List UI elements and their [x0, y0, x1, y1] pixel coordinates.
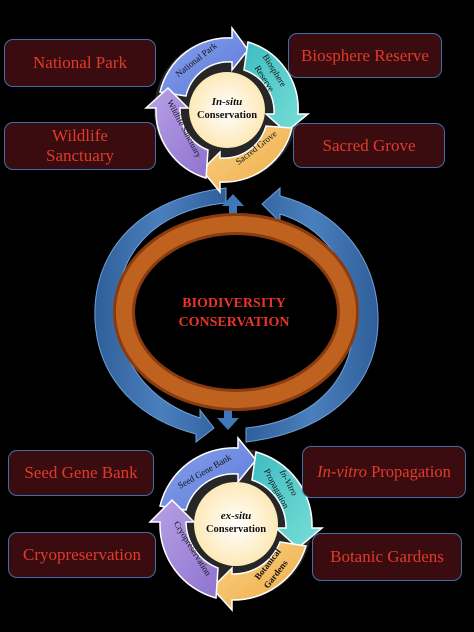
- ex-situ-core-line2: Conservation: [206, 524, 266, 535]
- segment-biosphere-reserve: [243, 41, 311, 133]
- segment-seed-gene-bank: [159, 435, 257, 511]
- right-cycle-arrow: [245, 186, 379, 443]
- box-cryopreservation-label: Cryopreservation: [22, 545, 142, 565]
- ex-situ-core-line1: ex-situ: [221, 510, 252, 522]
- center-title-line2: CONSERVATION: [178, 315, 289, 330]
- box-biosphere-reserve: Biosphere Reserve: [288, 33, 442, 78]
- segment-national-park: [159, 25, 249, 97]
- box-biosphere-reserve-label: Biosphere Reserve: [301, 45, 429, 65]
- box-sacred-grove-label: Sacred Grove: [322, 135, 416, 155]
- up-arrow: [222, 194, 244, 218]
- center-ring: BIODIVERSITY CONSERVATION: [113, 213, 359, 411]
- box-national-park: National Park: [4, 39, 156, 87]
- box-seed-gene-bank: Seed Gene Bank: [8, 450, 154, 496]
- center-title-line1: BIODIVERSITY: [182, 296, 285, 311]
- box-sacred-grove: Sacred Grove: [293, 123, 445, 168]
- in-situ-cycle: In-situ Conservation National Park Biosp…: [144, 25, 311, 195]
- box-national-park-label: National Park: [33, 53, 127, 73]
- segment-cryopreservation: [148, 498, 219, 599]
- box-seed-gene-bank-label: Seed Gene Bank: [24, 463, 138, 483]
- box-wildlife-sanctuary: Wildlife Sanctuary: [4, 122, 156, 170]
- segment-invitro-propagation: [251, 451, 325, 549]
- box-invitro-label: In-vitro Propagation: [317, 461, 451, 482]
- box-botanic-gardens: Botanic Gardens: [312, 533, 462, 581]
- box-botanic-gardens-label: Botanic Gardens: [330, 547, 444, 567]
- box-wildlife-sanctuary-label: Wildlife Sanctuary: [46, 126, 114, 165]
- in-situ-core-line2: Conservation: [197, 110, 257, 121]
- down-arrow: [217, 404, 239, 430]
- segment-sacred-grove: [200, 125, 293, 195]
- box-cryopreservation: Cryopreservation: [8, 532, 156, 578]
- ex-situ-cycle: ex-situ Conservation Seed Gene Bank In-V…: [148, 435, 325, 612]
- segment-wildlife-sanctuary: [144, 86, 209, 179]
- cycle-arrows: [94, 186, 379, 444]
- box-invitro-suffix: Propagation: [366, 461, 451, 481]
- in-situ-core-line1: In-situ: [211, 96, 243, 108]
- segment-botanical-gardens: [210, 541, 307, 612]
- box-invitro-prefix: In-vitro: [317, 461, 367, 481]
- box-invitro-propagation: In-vitro Propagation: [302, 446, 466, 498]
